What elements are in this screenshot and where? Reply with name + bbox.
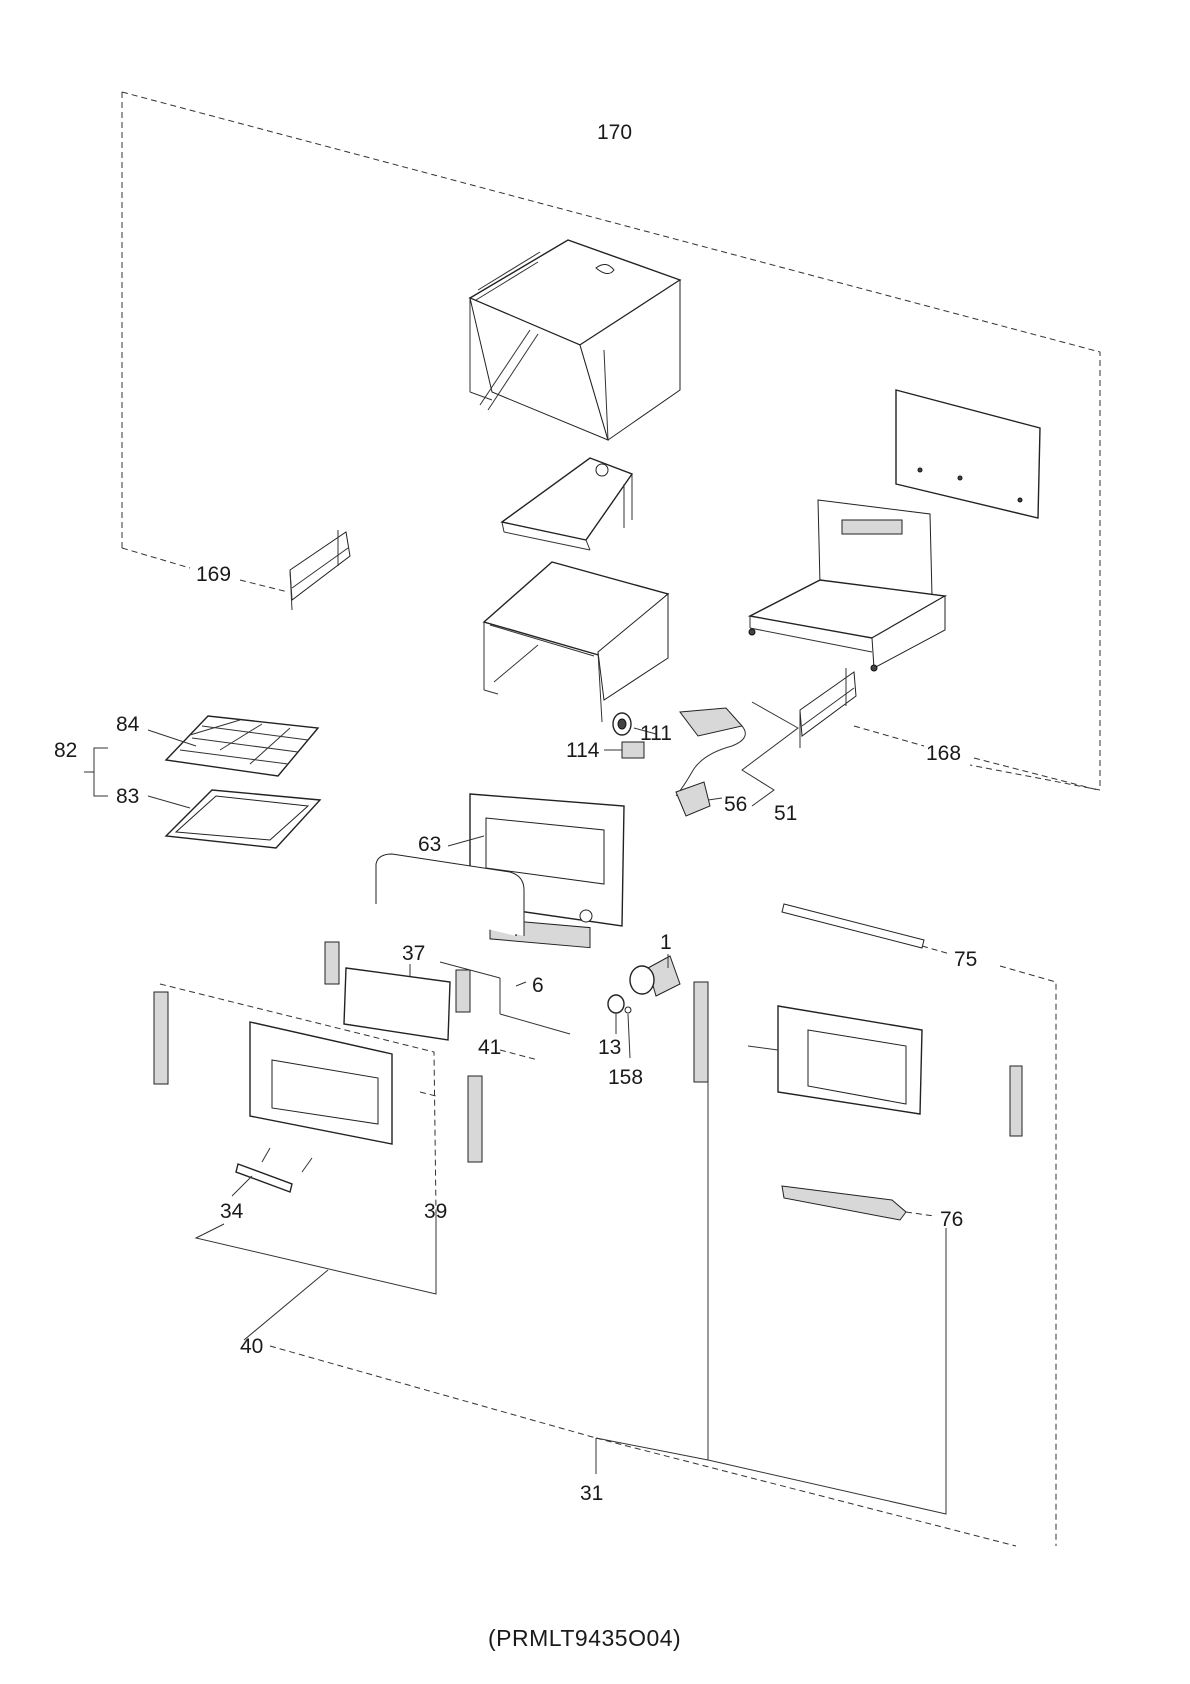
part-158-clip [624,1006,632,1014]
part-6-door-gasket [375,853,525,936]
callout-37: 37 [402,942,425,965]
top-shelf-panel [500,457,634,551]
callout-13: 13 [598,1036,621,1059]
callout-63: 63 [418,833,441,856]
part-76-bottom-strip [781,1185,907,1221]
part-39-door-side-left [153,991,169,1085]
part-51-wiring [675,707,746,817]
back-panel [895,389,1041,519]
callout-1: 1 [660,931,672,954]
callout-169: 169 [196,563,231,586]
callout-76: 76 [940,1208,963,1231]
callout-39: 39 [424,1200,447,1223]
part-34-door-handle [235,1147,313,1193]
right-door-frame [777,1005,923,1115]
callout-84: 84 [116,713,140,736]
part-75-top-strip [781,903,925,949]
part-169-bracket [289,530,351,611]
part-111-knob [612,712,632,736]
group-170-boundary [121,91,1101,791]
part-84-wire-rack [164,715,320,777]
callout-111: 111 [640,722,672,745]
callout-168: 168 [926,742,961,765]
base-frame [747,499,948,672]
callout-56: 56 [724,793,747,816]
right-door-side-bar-right [1009,1065,1023,1137]
callout-82: 82 [54,739,77,762]
callout-34: 34 [220,1200,244,1223]
callout-170: 170 [597,121,632,144]
callout-114: 114 [566,739,600,762]
callout-41: 41 [478,1036,501,1059]
part-40-outer-door [249,1021,393,1145]
callout-83: 83 [116,785,139,808]
callout-158: 158 [608,1066,643,1089]
diagram-caption: (PRMLT9435O04) [488,1625,681,1651]
part-168-bracket [799,668,857,748]
part-13-knob [607,994,625,1014]
right-door-side-bar-left [693,981,709,1083]
callout-6: 6 [532,974,544,997]
part-83-baking-tray [164,789,322,849]
oven-cavity-box [482,561,670,723]
callout-31: 31 [580,1482,603,1505]
callout-75: 75 [954,948,977,971]
part-1-motor [629,955,681,997]
callout-40: 40 [240,1335,263,1358]
callout-51: 51 [774,802,797,825]
part-37-hinges-glass [324,941,471,1041]
part-39-door-side-right [467,1075,483,1163]
callout-labels: 170 169 168 111 114 84 82 83 63 56 51 1 … [54,121,977,1505]
leader-lines [84,701,1099,1547]
upper-cabinet [468,239,682,441]
